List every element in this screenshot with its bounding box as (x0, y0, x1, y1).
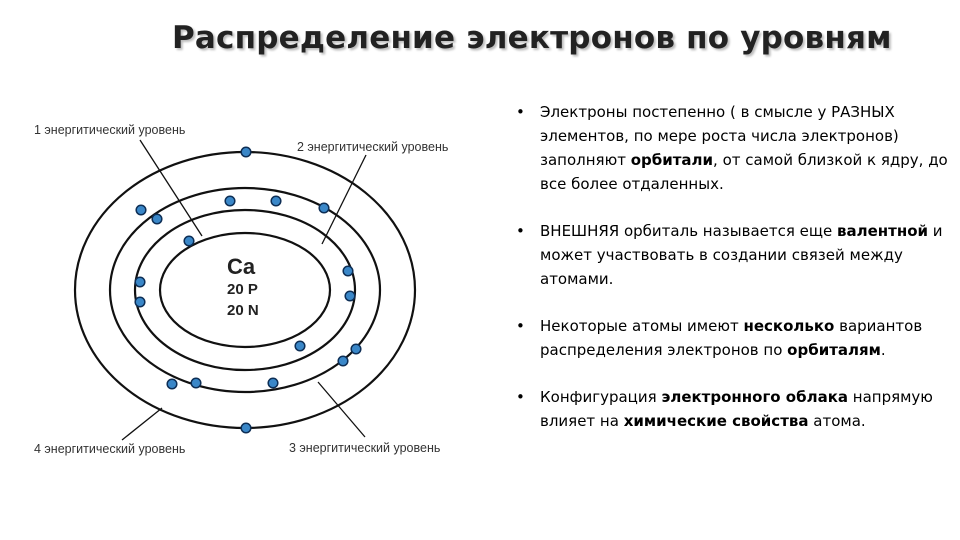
level-3-label: 3 энергитический уровень (289, 441, 440, 455)
bullet-item: Электроны постепенно ( в смысле у РАЗНЫХ… (514, 100, 954, 196)
electron (166, 378, 178, 390)
bullet-emphasis: химические свойства (623, 412, 809, 430)
bullet-emphasis: электронного облака (661, 388, 848, 406)
atom-diagram: Ca 20 P 20 N 1 энергитический уровень 2 … (34, 123, 448, 456)
electrons (134, 146, 362, 434)
electron (183, 235, 195, 247)
leader-line-level3 (317, 381, 366, 438)
electron (134, 296, 146, 308)
bullet-emphasis: валентной (837, 222, 929, 240)
bullet-text: Некоторые атомы имеют (540, 317, 744, 335)
bullet-item: Конфигурация электронного облака напряму… (514, 385, 954, 433)
bullet-emphasis: орбиталям (787, 341, 881, 359)
bullet-emphasis: орбитали (630, 151, 714, 169)
level-2-label: 2 энергитический уровень (297, 140, 448, 154)
nucleus-symbol: Ca (227, 254, 256, 279)
bullet-list: Электроны постепенно ( в смысле у РАЗНЫХ… (514, 100, 954, 456)
bullet-emphasis: несколько (743, 317, 835, 335)
bullet-text: ВНЕШНЯЯ орбиталь называется еще (540, 222, 838, 240)
electron (190, 377, 202, 389)
electron (342, 265, 354, 277)
nucleus-protons: 20 P (227, 281, 258, 298)
leader-line-level4 (121, 407, 163, 441)
electron (151, 213, 163, 225)
leader-line-level1 (139, 139, 203, 237)
electron (135, 204, 147, 216)
level-1-label: 1 энергитический уровень (34, 123, 185, 137)
electron (240, 146, 252, 158)
bullet-text: атома. (808, 412, 866, 430)
bullet-text: напрямую влияет на (540, 388, 933, 430)
nucleus-neutrons: 20 N (227, 302, 259, 319)
electron (267, 377, 279, 389)
leader-lines (121, 139, 367, 441)
electron (240, 422, 252, 434)
slide-title: Распределение электронов по уровням (172, 20, 892, 56)
bullet-text: и может участвовать в создании связей ме… (540, 222, 943, 288)
bullet-text: Электроны постепенно ( в смысле у РАЗНЫХ… (540, 103, 899, 169)
bullet-item: Некоторые атомы имеют несколько варианто… (514, 314, 954, 362)
electron (344, 290, 356, 302)
orbit-ring-1 (158, 231, 332, 349)
orbit-ring-2 (133, 208, 357, 372)
electron (337, 355, 349, 367)
bullet-text: Конфигурация (540, 388, 662, 406)
bullet-text: . (880, 341, 886, 359)
level-4-label: 4 энергитический уровень (34, 442, 185, 456)
bullet-text: , от самой близкой к ядру, до все более … (540, 151, 948, 193)
electron (270, 195, 282, 207)
electron (224, 195, 236, 207)
electron (134, 276, 146, 288)
bullet-item: ВНЕШНЯЯ орбиталь называется еще валентно… (514, 219, 954, 291)
leader-line-level2 (321, 154, 367, 245)
electron (294, 340, 306, 352)
orbit-ring-3 (108, 186, 382, 394)
bullet-text: вариантов распределения электронов по (540, 317, 923, 359)
electron (318, 202, 330, 214)
electron (350, 343, 362, 355)
